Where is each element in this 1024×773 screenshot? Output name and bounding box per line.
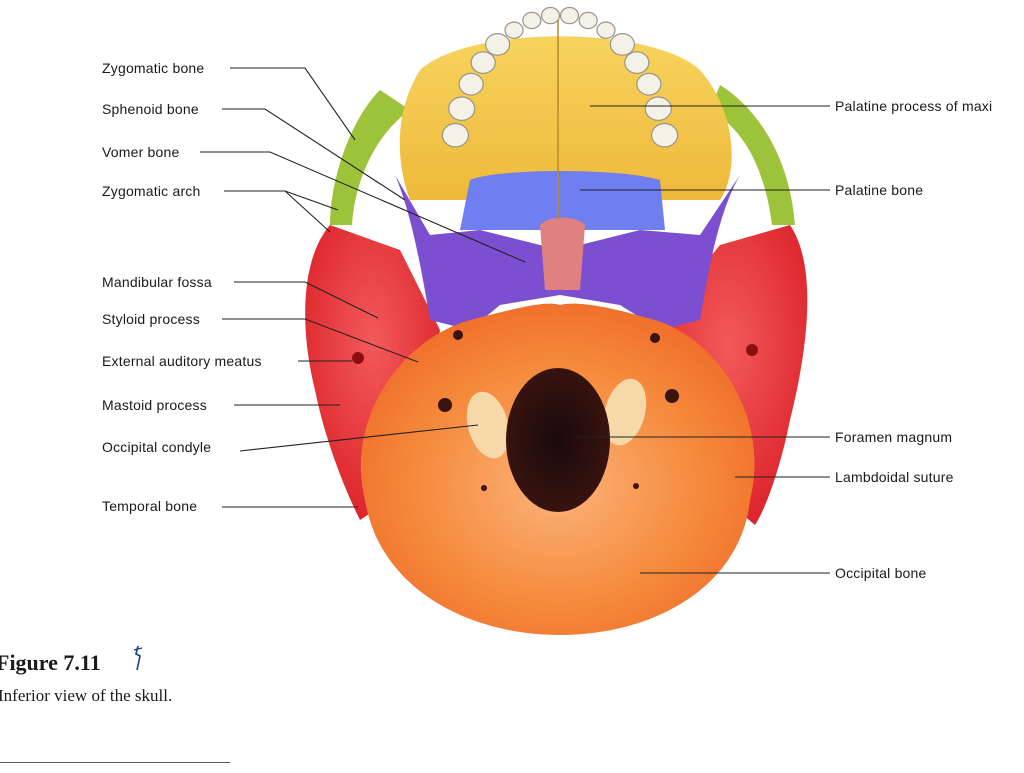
occipital-condyle-left bbox=[466, 391, 510, 459]
label-occipital-bone: Occipital bone bbox=[835, 565, 927, 581]
bottom-rule bbox=[0, 762, 230, 763]
auditory-meatus-right bbox=[746, 344, 758, 356]
label-mandibular-fossa: Mandibular fossa bbox=[102, 274, 212, 290]
vomer-bone bbox=[540, 217, 585, 290]
tooth bbox=[596, 21, 616, 39]
label-external-auditory-meatus: External auditory meatus bbox=[102, 353, 262, 369]
handwritten-check-mark-icon bbox=[133, 645, 143, 671]
tooth bbox=[559, 6, 580, 25]
label-zygomatic-arch: Zygomatic arch bbox=[102, 183, 201, 199]
tooth bbox=[644, 96, 672, 121]
foramen-small-right bbox=[633, 483, 639, 489]
label-mastoid-process: Mastoid process bbox=[102, 397, 207, 413]
tooth bbox=[485, 33, 511, 56]
tooth bbox=[578, 11, 598, 30]
palatine-bone bbox=[460, 171, 665, 230]
foramen-jugular-left bbox=[438, 398, 452, 412]
label-foramen-magnum: Foramen magnum bbox=[835, 429, 953, 445]
leader-lines-left bbox=[200, 67, 526, 508]
label-palatine-bone: Palatine bone bbox=[835, 182, 924, 198]
label-zygomatic-bone: Zygomatic bone bbox=[102, 60, 205, 76]
tooth bbox=[448, 96, 476, 121]
label-sphenoid-bone: Sphenoid bone bbox=[102, 101, 199, 117]
tooth bbox=[504, 21, 524, 39]
label-occipital-condyle: Occipital condyle bbox=[102, 439, 212, 455]
tooth bbox=[540, 6, 561, 25]
occipital-condyle-right bbox=[603, 378, 647, 446]
figure-caption: Inferior view of the skull. bbox=[0, 686, 173, 705]
foramen-left bbox=[453, 330, 463, 340]
zygomatic-bone-left bbox=[330, 90, 410, 225]
label-styloid-process: Styloid process bbox=[102, 311, 200, 327]
foramen-small-left bbox=[481, 485, 487, 491]
label-temporal-bone: Temporal bone bbox=[102, 498, 198, 514]
tooth bbox=[650, 122, 679, 148]
label-lambdoidal-suture: Lambdoidal suture bbox=[835, 469, 954, 485]
tooth bbox=[624, 51, 650, 74]
tooth bbox=[458, 72, 484, 96]
tooth bbox=[636, 72, 662, 96]
tooth bbox=[609, 33, 636, 56]
foramen-magnum bbox=[506, 368, 610, 512]
tooth bbox=[441, 122, 469, 148]
foramen-jugular-right bbox=[665, 389, 679, 403]
label-palatine-process-maxilla: Palatine process of maxi bbox=[835, 98, 993, 114]
figure-title: Figure 7.11 bbox=[0, 650, 101, 675]
tooth bbox=[470, 51, 496, 74]
label-vomer-bone: Vomer bone bbox=[102, 144, 180, 160]
foramen-right bbox=[650, 333, 660, 343]
tooth bbox=[522, 11, 542, 30]
auditory-meatus-left bbox=[352, 352, 364, 364]
leader-lines-right bbox=[575, 105, 830, 574]
teeth-row bbox=[441, 6, 679, 148]
